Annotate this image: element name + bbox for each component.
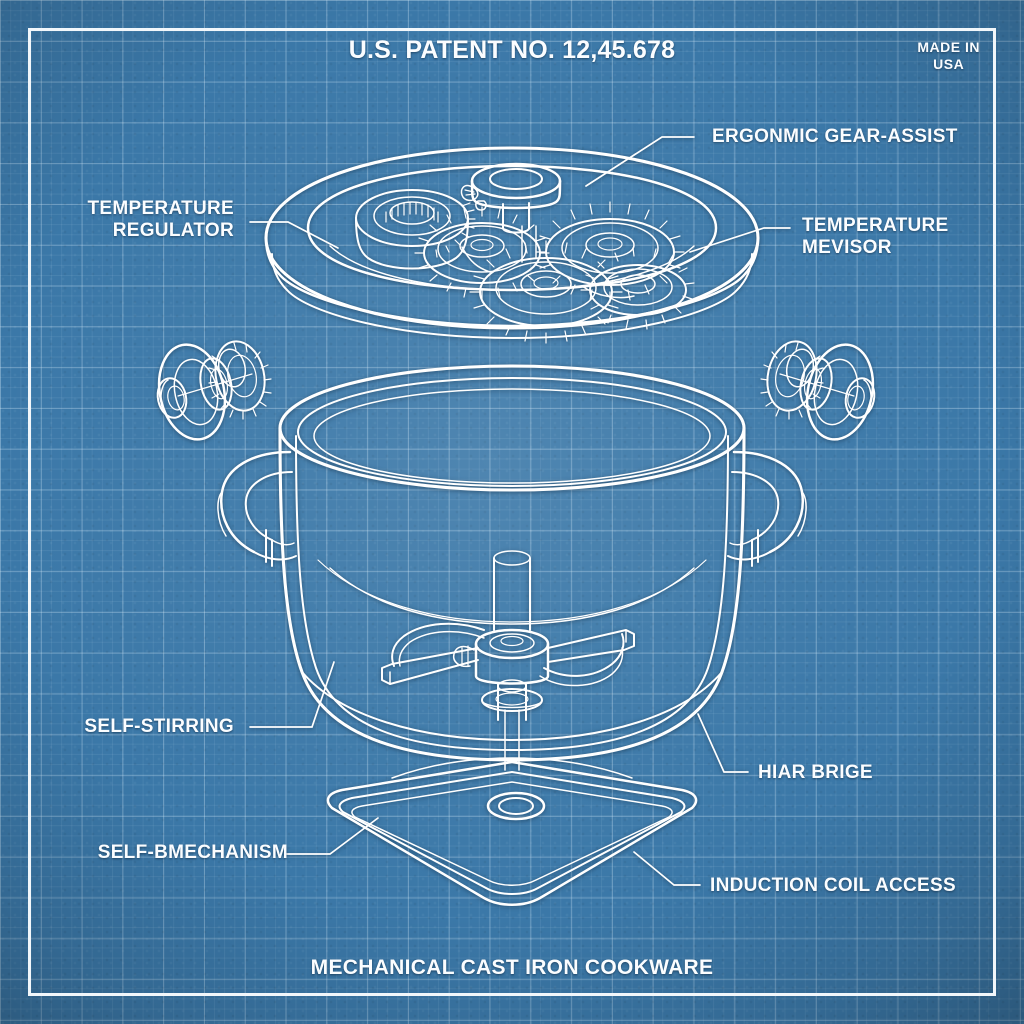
knob-gear-cluster-left	[156, 340, 272, 441]
handle-right	[727, 450, 807, 567]
ring-gear-left	[355, 189, 476, 270]
gear-a	[414, 206, 550, 300]
knob-gear-cluster-right	[760, 340, 876, 441]
stirring-assembly	[381, 550, 635, 771]
gear-d	[580, 247, 695, 330]
callout-temperature-regulator: TEMPERATURE REGULATOR	[87, 198, 234, 241]
made-in-usa-mark: MADE IN USA	[917, 39, 980, 72]
gear-b	[535, 201, 685, 303]
gear-c	[469, 240, 623, 344]
callout-temperature-mevisor: TEMPERATURE MEVISOR	[802, 215, 949, 258]
callout-self-bmechanism: SELF-BMECHANISM	[97, 842, 288, 863]
gear-train	[355, 162, 695, 344]
lid-knob	[470, 162, 562, 234]
leader-lines	[249, 136, 791, 886]
pot-body	[217, 364, 807, 762]
lid-assembly	[264, 146, 760, 339]
callout-ergonomic-gear-assist: ERGONMIC GEAR-ASSIST	[712, 126, 958, 147]
callout-induction-coil-access: INDUCTION COIL ACCESS	[710, 875, 956, 896]
induction-base	[326, 757, 698, 906]
callout-self-stirring: SELF-STIRRING	[84, 716, 234, 737]
cam-detail	[460, 184, 487, 211]
drawing-caption: MECHANICAL CAST IRON COOKWARE	[310, 956, 714, 980]
page-title: U.S. PATENT NO. 12,45.678	[348, 36, 676, 64]
handle-left	[217, 450, 297, 567]
callout-hiar-brige: HIAR BRIGE	[758, 762, 873, 783]
